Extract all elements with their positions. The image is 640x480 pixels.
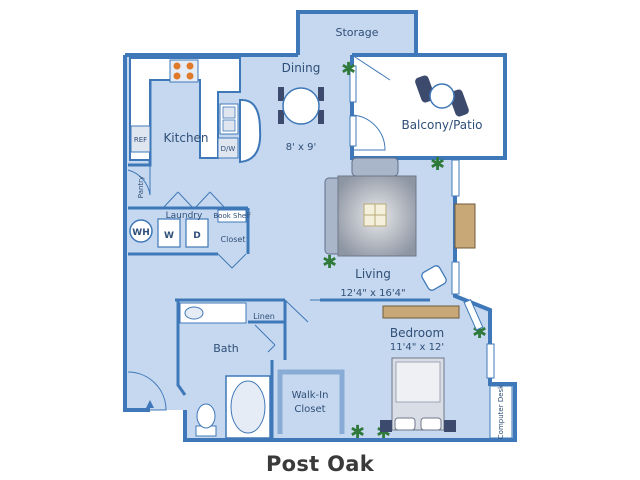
tv-stand-icon bbox=[454, 203, 476, 249]
washer-label: W bbox=[164, 231, 174, 241]
dresser-icon bbox=[382, 305, 460, 319]
room-label-storage: Storage bbox=[335, 26, 378, 39]
toilet-icon bbox=[195, 403, 217, 437]
patio-table-icon bbox=[415, 75, 469, 117]
linen-door-icon bbox=[254, 324, 276, 353]
refrigerator-label: REF bbox=[134, 136, 147, 144]
room-label-balcony: Balcony/Patio bbox=[401, 118, 482, 132]
bedroom-door-icon bbox=[284, 299, 320, 323]
bath-sink-icon bbox=[184, 306, 204, 320]
computer-desk-icon bbox=[489, 385, 513, 439]
room-dim-bedroom: 11'4" x 12' bbox=[390, 342, 444, 353]
floor-storage bbox=[298, 12, 416, 55]
room-label-closet: Closet bbox=[221, 235, 246, 244]
room-label-bedroom: Bedroom bbox=[390, 326, 444, 340]
closet-door-icon bbox=[217, 253, 247, 269]
room-label-bath: Bath bbox=[213, 342, 239, 355]
kitchen-sink-icon bbox=[219, 103, 239, 135]
water-heater-label: WH bbox=[132, 228, 149, 238]
room-label-dining: Dining bbox=[282, 61, 321, 75]
balcony-door-icon bbox=[351, 54, 391, 151]
plant-icon: ✱ bbox=[322, 252, 337, 273]
closet-shelves bbox=[277, 369, 345, 434]
room-label-laundry: Laundry bbox=[166, 211, 203, 221]
dishwasher-label: D/W bbox=[221, 145, 236, 153]
dryer-label: D bbox=[193, 231, 200, 241]
book-shelf-icon bbox=[217, 209, 247, 223]
window-icon bbox=[451, 159, 460, 197]
plant-icon: ✱ bbox=[341, 59, 356, 80]
plan-title: Post Oak bbox=[265, 452, 375, 476]
plant-icon: ✱ bbox=[350, 422, 365, 443]
pantry-door-icon bbox=[127, 165, 151, 196]
room-label-kitchen: Kitchen bbox=[163, 131, 208, 145]
laundry-door-icon bbox=[162, 191, 226, 209]
dishwasher-icon bbox=[217, 137, 239, 159]
room-label-walk-in: Walk-In bbox=[292, 390, 329, 401]
computer-desk-label: Computer Desk bbox=[497, 384, 505, 439]
book-shelf-label: Book Shelf bbox=[213, 212, 251, 220]
room-label-walk-in-closet: Closet bbox=[294, 404, 325, 415]
bathtub-basin bbox=[230, 380, 266, 434]
dining-table-icon bbox=[278, 87, 324, 125]
entry-door-icon bbox=[127, 371, 167, 411]
washer-icon bbox=[157, 218, 181, 248]
stove-icon bbox=[169, 59, 199, 83]
refrigerator-icon bbox=[130, 125, 151, 153]
window-icon bbox=[463, 299, 484, 331]
room-label-linen: Linen bbox=[253, 312, 275, 321]
entry-arrow-icon bbox=[146, 400, 154, 408]
window-icon bbox=[486, 343, 495, 379]
armchair-icon bbox=[421, 265, 447, 291]
room-label-pantry: Pantry bbox=[137, 176, 145, 198]
balcony-window bbox=[349, 65, 357, 103]
bed-icon bbox=[380, 357, 456, 432]
dryer-icon bbox=[185, 218, 209, 248]
water-heater-icon bbox=[129, 219, 153, 243]
room-dim-living: 12'4" x 16'4" bbox=[340, 288, 405, 299]
balcony-window-2 bbox=[349, 115, 357, 147]
room-label-living: Living bbox=[355, 267, 391, 281]
plant-icon: ✱ bbox=[430, 154, 445, 175]
kitchen-counter bbox=[129, 57, 262, 164]
room-dim-dining: 8' x 9' bbox=[286, 142, 317, 153]
window-icon bbox=[451, 261, 460, 295]
living-sofa-icon bbox=[324, 157, 417, 257]
